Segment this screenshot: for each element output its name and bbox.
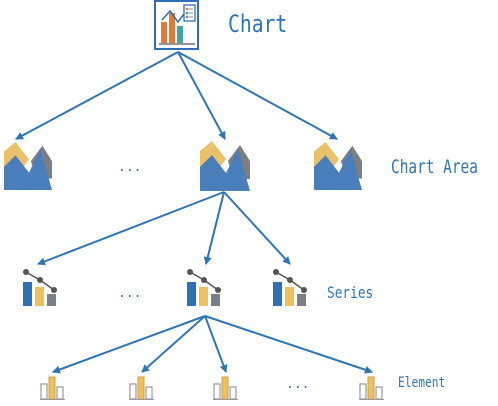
chart-area-ellipsis: ... — [118, 160, 142, 175]
arrow — [204, 315, 228, 373]
arrows-series-to-element — [52, 315, 373, 374]
arrows-area-to-series — [37, 191, 291, 266]
arrow — [204, 315, 373, 374]
element-bars-icon — [40, 376, 66, 400]
series-bars-icon — [272, 268, 308, 306]
series-bars-icon — [186, 268, 222, 306]
element-level-label: Element — [398, 375, 446, 391]
chart-level-label: Chart — [228, 10, 288, 38]
arrow — [15, 51, 179, 140]
arrows-chart-to-area — [15, 51, 338, 140]
element-ellipsis: ... — [286, 377, 310, 392]
mountain-area-icon — [314, 141, 362, 190]
mountain-area-icon — [4, 141, 52, 190]
element-bars-icon — [359, 376, 385, 400]
arrow — [203, 191, 225, 265]
series-bars-icon — [22, 268, 58, 306]
arrow — [141, 315, 206, 373]
arrow — [37, 191, 225, 266]
series-ellipsis: ... — [118, 286, 142, 301]
arrow — [177, 51, 226, 140]
chart-area-level-label: Chart Area — [391, 156, 478, 178]
arrow — [52, 315, 206, 374]
element-bars-icon — [129, 376, 155, 400]
element-bars-icon — [213, 376, 239, 400]
chart-document-icon — [154, 0, 199, 50]
series-level-label: Series — [327, 283, 374, 302]
mountain-area-icon — [200, 141, 250, 191]
arrow — [177, 51, 338, 140]
arrow — [223, 191, 291, 265]
